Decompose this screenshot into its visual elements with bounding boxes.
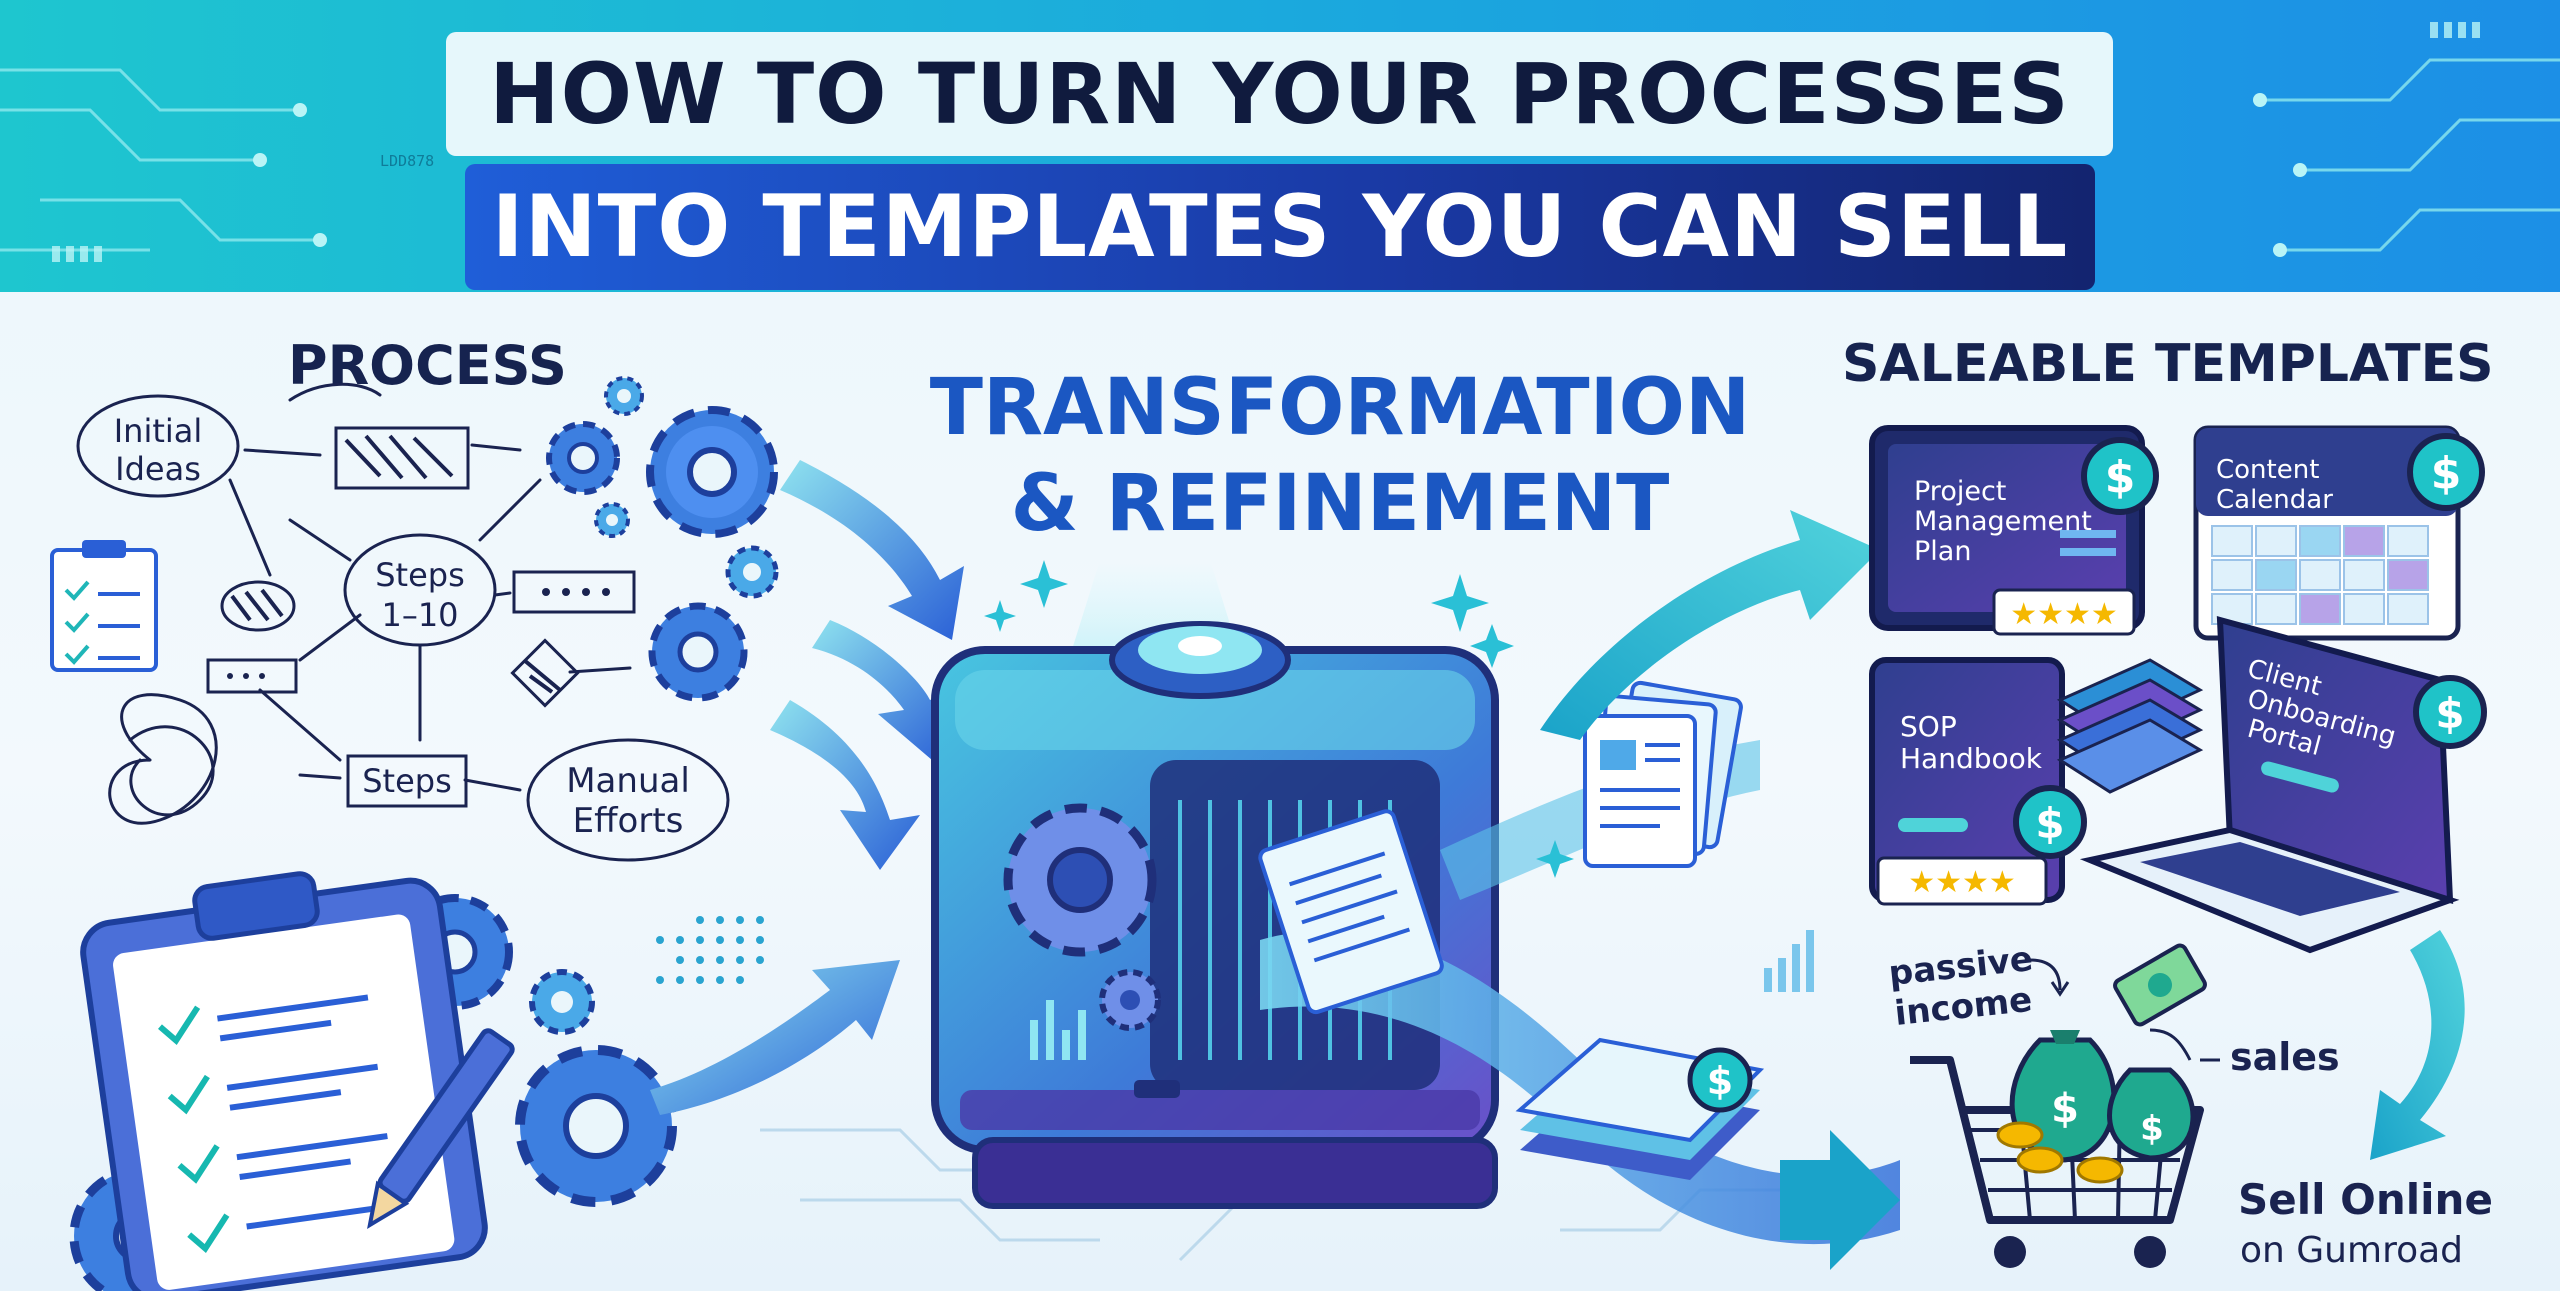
initial-ideas-text-1: Initial: [114, 412, 203, 450]
star-rating-icon: ★★★★: [2010, 597, 2118, 632]
output-arrows: [1540, 510, 2465, 1160]
gear-icon: [648, 602, 748, 702]
initial-ideas-node: [76, 394, 240, 498]
steps-text: Steps: [362, 762, 452, 800]
transformation-title-line-2: & REFINEMENT: [1010, 459, 1670, 549]
saleable-templates-title: SALEABLE TEMPLATES: [1842, 334, 2494, 394]
arrow-icon: [770, 700, 920, 870]
title-line-2: INTO TEMPLATES YOU CAN SELL: [465, 164, 2095, 290]
cash-note-icon: [2113, 943, 2207, 1027]
dollar-text: $: [2435, 689, 2464, 738]
circuit-decoration: [0, 22, 2560, 262]
on-gumroad-text: on Gumroad: [2240, 1230, 2463, 1271]
arrow-icon: [650, 960, 900, 1115]
transformation-title-line-1: TRANSFORMATION: [929, 363, 1751, 453]
process-flow: [76, 382, 730, 862]
gear-icon: [1003, 803, 1157, 957]
project-text-2: Management: [1914, 506, 2092, 537]
content-text-1: Content: [2216, 455, 2319, 485]
scribble-box: [334, 426, 470, 490]
star-rating-icon: ★★★★: [1908, 865, 2016, 900]
note-arrows: [2029, 958, 2220, 1062]
sell-online-text: Sell Online: [2238, 1175, 2493, 1224]
gear-icon: [604, 376, 644, 416]
scribble-fill: [230, 434, 562, 694]
dollar-text: $: [2035, 799, 2064, 848]
dollar-badge-icon: [2081, 437, 2159, 515]
sales-text: sales: [2230, 1035, 2340, 1079]
flow-arrow: [243, 448, 322, 457]
dollar-text: $: [1707, 1059, 1733, 1103]
dollar-badge-icon: [2413, 675, 2487, 749]
dollar-badge-icon: [2407, 433, 2485, 511]
small-dots-box: [206, 658, 298, 694]
project-text-1: Project: [1914, 476, 2006, 507]
money-bag-icon: [2107, 1067, 2196, 1161]
arrow-icon: [812, 620, 956, 760]
arrow-icon: [2370, 930, 2465, 1160]
scribble-oval: [220, 580, 296, 632]
paper-sheet-icon: [1258, 809, 1444, 1015]
arrow-icon: [1540, 510, 1880, 740]
transformation-title: TRANSFORMATION & REFINEMENT: [880, 360, 1800, 552]
title-line-1: HOW TO TURN YOUR PROCESSES: [446, 32, 2113, 156]
checklist-note-icon: [50, 540, 158, 672]
gear-icon: [646, 406, 778, 538]
initial-ideas-text-2: Ideas: [115, 450, 201, 488]
content-text-2: Calendar: [2216, 485, 2333, 515]
gear-icon: [546, 421, 620, 495]
sop-handbook-card: ★★★★: [1869, 657, 2204, 906]
gear-icon: [1099, 969, 1161, 1031]
gear-icon: [529, 969, 595, 1035]
pencil-icon: [367, 1028, 515, 1229]
arrow-icon: [780, 460, 964, 640]
stacked-pages-icon: [2056, 658, 2204, 794]
manual-efforts-node: [526, 738, 730, 862]
manual-efforts-text-2: Efforts: [573, 801, 684, 841]
dollar-text: $: [2431, 448, 2462, 499]
shopping-cart-icon: [1910, 943, 2207, 1268]
gear-icon: [515, 1045, 677, 1207]
coin-icons: [1996, 1121, 2124, 1184]
process-gears: [69, 376, 779, 1291]
project-text-3: Plan: [1914, 536, 1971, 567]
sop-text-2: Handbook: [1900, 742, 2043, 775]
process-title: PROCESS: [288, 334, 567, 397]
tangled-scribble: [108, 693, 218, 825]
gear-icon: [594, 502, 630, 538]
arrow-icon: [1780, 1130, 1900, 1270]
steps-1-10-text-2: 1–10: [381, 596, 458, 634]
bar-chart-icon: [1764, 930, 1814, 992]
sop-text-1: SOP: [1900, 710, 1957, 743]
decision-diamond: [510, 638, 580, 708]
dots-box: [512, 570, 636, 614]
sparkle-icons: [984, 560, 1574, 878]
dollar-badge-icon: [2013, 785, 2087, 859]
dots: [227, 588, 610, 679]
input-arrows: [650, 460, 964, 1115]
dot-grid: [656, 916, 764, 984]
dollar-text: $: [2051, 1086, 2079, 1132]
gear-icon: [725, 545, 779, 599]
steps-1-10-text-1: Steps: [375, 556, 465, 594]
content-calendar-card: [2193, 425, 2485, 641]
document-stack-icon: [1583, 680, 1743, 868]
code-label: LDD878: [380, 152, 435, 170]
output-stack: $: [1515, 1037, 1765, 1180]
dollar-badge-icon: [1687, 1047, 1753, 1113]
dollar-text: $: [2105, 452, 2136, 503]
dollar-text: $: [2140, 1109, 2164, 1149]
client-onboarding-portal-laptop: [2079, 616, 2487, 954]
project-management-plan-card: ★★★★: [1869, 425, 2159, 636]
clipboard-icon: [80, 871, 488, 1291]
manual-efforts-text-1: Manual: [566, 761, 690, 801]
